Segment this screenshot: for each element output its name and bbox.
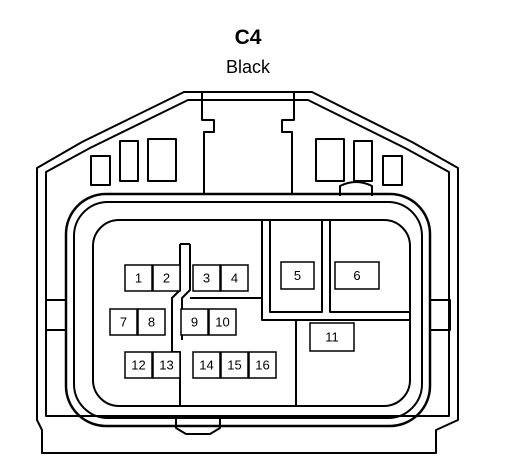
window-1 bbox=[90, 155, 111, 186]
pin-box bbox=[180, 308, 209, 336]
pin-label: 11 bbox=[325, 330, 339, 345]
pin-box bbox=[192, 264, 221, 292]
mating-face-inner bbox=[73, 201, 423, 419]
connector-name: C4 bbox=[234, 26, 262, 49]
pin-label: 1 bbox=[135, 271, 142, 286]
pin-label: 15 bbox=[227, 358, 241, 373]
pin-label: 10 bbox=[215, 315, 229, 330]
pin-box bbox=[248, 351, 277, 379]
pin-label: 8 bbox=[148, 315, 155, 330]
housing-outline bbox=[36, 91, 459, 454]
window-5 bbox=[353, 140, 373, 182]
pin-label: 14 bbox=[199, 358, 213, 373]
pin-label: 9 bbox=[191, 315, 198, 330]
pin-label: 13 bbox=[159, 358, 173, 373]
mating-face-outer bbox=[64, 192, 432, 428]
pin-box bbox=[124, 351, 153, 379]
pin-label: 2 bbox=[163, 271, 170, 286]
window-2 bbox=[119, 140, 139, 182]
connector-color: Black bbox=[225, 57, 270, 77]
pin-label: 3 bbox=[203, 271, 210, 286]
pin-box bbox=[192, 351, 221, 379]
pin-box bbox=[152, 264, 181, 292]
pin-box bbox=[334, 261, 380, 290]
pin-label: 5 bbox=[294, 268, 301, 283]
wall-pocket-6 bbox=[329, 220, 410, 313]
pin-box bbox=[137, 308, 166, 336]
pin-box bbox=[208, 308, 237, 336]
wall-pocket-5 bbox=[269, 220, 323, 313]
pin-box bbox=[109, 308, 138, 336]
housing-inner-outline bbox=[45, 99, 450, 417]
pin-box bbox=[220, 264, 249, 292]
window-3 bbox=[147, 138, 177, 182]
lock-bump bbox=[339, 181, 373, 196]
pin-label: 16 bbox=[255, 358, 269, 373]
pin-label: 7 bbox=[120, 315, 127, 330]
latch bbox=[201, 92, 295, 195]
window-6 bbox=[382, 155, 403, 186]
pin-box bbox=[124, 264, 153, 292]
pin-box bbox=[220, 351, 249, 379]
window-4 bbox=[315, 138, 345, 182]
pin-box bbox=[152, 351, 181, 379]
side-tab-right bbox=[429, 299, 451, 331]
wall-top-right bbox=[261, 220, 297, 406]
pin-box bbox=[280, 261, 315, 290]
pin-box bbox=[309, 322, 355, 352]
pin-label: 4 bbox=[231, 271, 238, 286]
pin-label: 12 bbox=[131, 358, 145, 373]
side-tab-left bbox=[45, 299, 67, 331]
pin-label: 6 bbox=[353, 268, 360, 283]
